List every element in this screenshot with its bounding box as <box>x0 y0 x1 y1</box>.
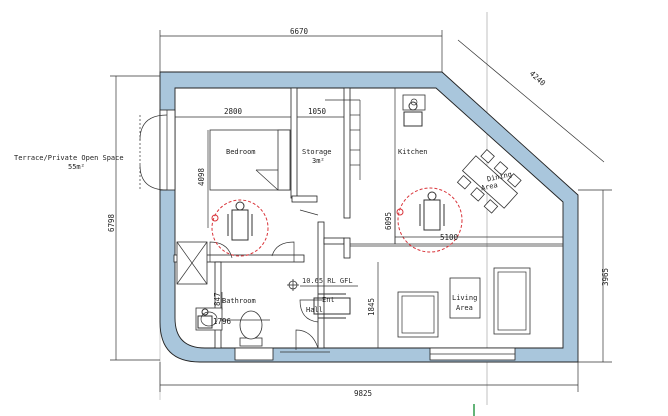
toilet-icon <box>239 310 263 347</box>
bedroom-label: Bedroom <box>226 148 256 156</box>
entry-marker-icon <box>287 279 299 291</box>
entry-label-2: Hall <box>306 306 323 314</box>
dimension-entry-depth: 1845 <box>367 298 376 316</box>
dimension-bedroom-width: 2800 <box>224 107 243 116</box>
wheelchair-icon <box>197 308 213 329</box>
storage-area: 3m² <box>312 157 325 165</box>
sofa-icon <box>397 267 531 338</box>
shower-icon <box>176 241 208 285</box>
dimension-diagonal: 4240 <box>528 69 548 88</box>
dining-label-2: Area <box>480 181 498 192</box>
dimension-bottom: 9825 <box>354 389 372 398</box>
kitchen-label: Kitchen <box>398 148 428 156</box>
dimension-bedroom-depth: 4098 <box>197 167 206 186</box>
storage-label: Storage <box>302 148 332 156</box>
dimension-left: 6798 <box>107 213 116 232</box>
dimension-living-width: 5100 <box>440 233 459 242</box>
exterior-walls <box>159 71 579 363</box>
terrace-label: Terrace/Private Open Space <box>14 154 124 162</box>
wheelchair-icon <box>227 201 253 241</box>
living-label: Living <box>452 294 477 302</box>
dimension-bathroom-width: 1796 <box>213 317 232 326</box>
dimension-kitchen-depth: 6095 <box>384 212 393 230</box>
openings <box>139 109 516 361</box>
bed-icon <box>209 129 291 191</box>
terrace-area: 55m² <box>68 163 85 171</box>
entry-label: Ent <box>322 296 335 304</box>
dimension-top: 6670 <box>290 27 309 36</box>
wheelchair-icon <box>313 293 351 319</box>
table-icon <box>456 149 522 214</box>
wheelchair-icon <box>403 101 423 127</box>
dimension-right: 3965 <box>601 268 610 286</box>
interior-walls <box>173 87 563 349</box>
level-annotation: 10.65 RL GFL <box>302 277 353 285</box>
bathroom-label: Bathroom <box>222 297 256 305</box>
living-label-2: Area <box>456 304 473 312</box>
dimension-lines <box>110 30 612 392</box>
wheelchair-icon <box>419 191 445 231</box>
turning-circle-icon <box>211 187 463 257</box>
dimension-storage-width: 1050 <box>308 107 327 116</box>
dimension-bathroom-depth: 847 <box>213 292 222 306</box>
